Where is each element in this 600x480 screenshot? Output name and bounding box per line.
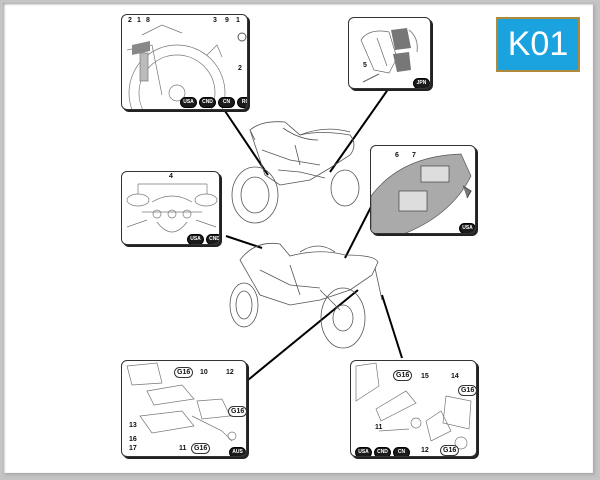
callout-label: 3 bbox=[213, 17, 217, 24]
torque-tag-g16: G16 bbox=[393, 370, 413, 381]
callout-label: 6 bbox=[395, 152, 399, 159]
callout-label: 4 bbox=[169, 173, 173, 180]
torque-tag-g16: G16 bbox=[191, 443, 211, 454]
torque-tag-g16: G16 bbox=[174, 367, 194, 378]
callout-label: 2 bbox=[238, 65, 242, 72]
panel-rear-seat[interactable]: 6 7 USA bbox=[370, 145, 476, 234]
callout-label: 12 bbox=[226, 369, 234, 376]
market-badge: CND bbox=[374, 447, 391, 456]
market-badge: CND bbox=[199, 97, 216, 108]
market-badge: USA bbox=[180, 97, 197, 108]
callout-label: 13 bbox=[129, 422, 137, 429]
market-badge: CND bbox=[206, 234, 219, 244]
market-badge: USA bbox=[355, 447, 372, 456]
market-badges: USA CND bbox=[187, 234, 219, 244]
panel-front-wheel[interactable]: 2 1 8 3 9 1 2 USA CND CN RC bbox=[121, 14, 248, 110]
callout-label: 17 bbox=[129, 445, 137, 452]
market-badge: CN bbox=[218, 97, 235, 108]
callout-label: 9 bbox=[225, 17, 229, 24]
diagram-frame bbox=[3, 3, 593, 473]
callout-label: 7 bbox=[412, 152, 416, 159]
callout-label: 8 bbox=[146, 17, 150, 24]
panel-license-plate-right[interactable]: G16 15 14 G16 11 12 G16 USA CND CN bbox=[350, 360, 477, 457]
brake-pad-illustration bbox=[360, 28, 418, 83]
market-badge: RC bbox=[237, 97, 247, 108]
market-badge: AUS bbox=[229, 447, 246, 456]
market-badges: USA CND CN bbox=[355, 447, 410, 456]
callout-label: 1 bbox=[236, 17, 240, 24]
torque-tag-g16: G16 bbox=[228, 406, 246, 417]
market-badge: USA bbox=[187, 234, 204, 244]
panel-license-plate-left[interactable]: G16 10 12 G16 13 16 17 11 G16 AUS bbox=[121, 360, 247, 457]
callout-label: 5 bbox=[363, 62, 367, 69]
torque-tag-g16: G16 bbox=[458, 385, 476, 396]
callout-label: 12 bbox=[421, 447, 429, 454]
market-badge: CN bbox=[393, 447, 410, 456]
market-badge: USA bbox=[459, 223, 475, 233]
panel-mirrors[interactable]: 4 USA CND bbox=[121, 171, 220, 245]
callout-label: 14 bbox=[451, 373, 459, 380]
callout-label: 11 bbox=[375, 424, 383, 431]
callout-label: 11 bbox=[179, 445, 187, 452]
market-badge: JPN bbox=[413, 78, 430, 88]
callout-label: 2 bbox=[128, 17, 132, 24]
callout-label: 16 bbox=[129, 436, 137, 443]
front-wheel-illustration bbox=[126, 24, 247, 109]
kit-code-badge: K01 bbox=[496, 17, 580, 72]
rear-seat-illustration bbox=[371, 153, 472, 233]
mirrors-illustration bbox=[126, 183, 218, 233]
callout-label: 10 bbox=[200, 369, 208, 376]
callout-label: 1 bbox=[137, 17, 141, 24]
torque-tag-g16: G16 bbox=[440, 445, 460, 456]
callout-label: 15 bbox=[421, 373, 429, 380]
license-plate-right-illustration bbox=[355, 362, 472, 450]
market-badges: USA CND CN RC bbox=[180, 97, 247, 108]
panel-brake-pads[interactable]: 5 JPN bbox=[348, 17, 431, 89]
